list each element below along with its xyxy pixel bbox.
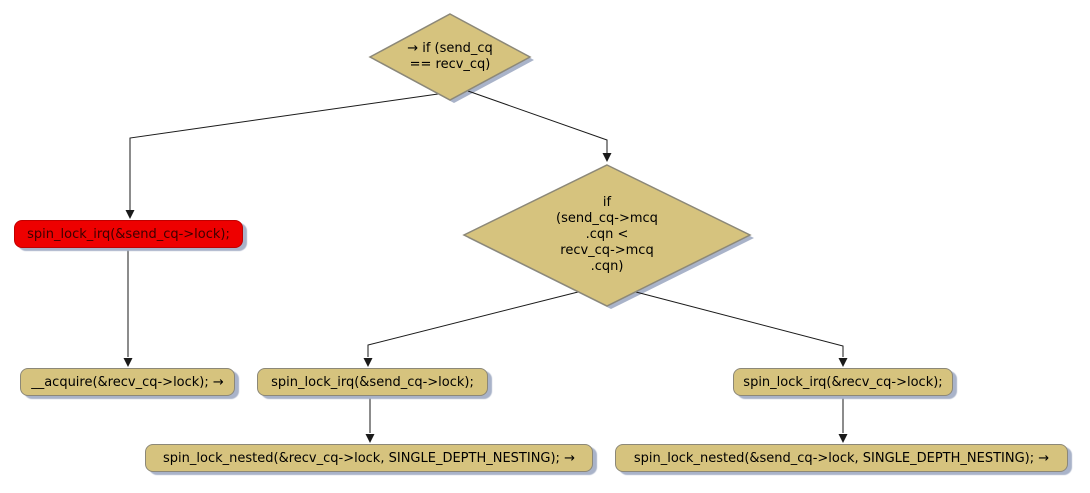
arrowhead-nested-recv [365, 434, 375, 443]
edge-lines [127, 90, 844, 433]
edge-cqn-to-lock-send [367, 291, 579, 357]
node-spin-lock-irq-send-highlighted: spin_lock_irq(&send_cq->lock); [14, 220, 243, 248]
node-spin-lock-irq-send: spin_lock_irq(&send_cq->lock); [257, 368, 488, 396]
node-spin-lock-irq-recv: spin_lock_irq(&recv_cq->lock); [733, 368, 953, 396]
arrowhead-lock-recv [838, 358, 848, 367]
arrowhead-red-box [125, 210, 135, 219]
arrowhead-acquire [123, 358, 133, 367]
arrowhead-lock-send [363, 358, 373, 367]
arrowhead-cqn-diamond [602, 153, 612, 162]
decision-top-label: → if (send_cq == recv_cq) [407, 41, 493, 72]
edge-cqn-to-lock-recv [635, 291, 844, 357]
edge-arrowheads [123, 153, 848, 443]
decision-cqn-diamond [462, 164, 752, 307]
node-spin-lock-nested-recv: spin_lock_nested(&recv_cq->lock, SINGLE_… [145, 444, 593, 472]
edge-top-to-cqn [467, 90, 608, 153]
node-spin-lock-nested-send: spin_lock_nested(&send_cq->lock, SINGLE_… [615, 444, 1068, 472]
decision-cqn-label: if (send_cq->mcq .cqn < recv_cq->mcq .cq… [556, 195, 658, 274]
decision-top-diamond [368, 13, 532, 101]
edge-top-to-red [129, 93, 439, 210]
node-acquire-recv: __acquire(&recv_cq->lock); → [20, 368, 235, 396]
arrowhead-nested-send [838, 434, 848, 443]
